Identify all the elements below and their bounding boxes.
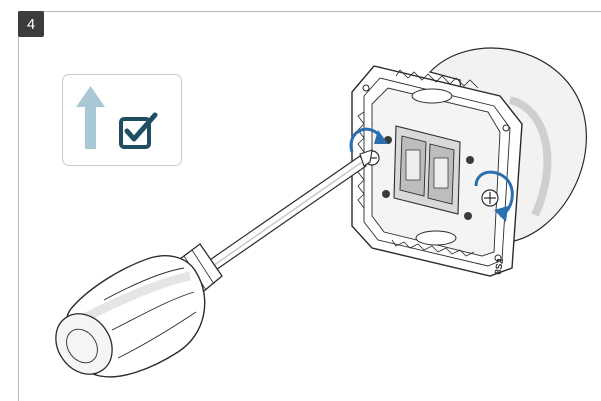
panel-icons xyxy=(76,86,158,149)
rotate-arrow-left-icon xyxy=(349,127,388,153)
switch-mechanism xyxy=(393,125,461,215)
right-screw xyxy=(481,189,499,207)
screwdriver xyxy=(55,149,373,378)
step-number-badge: 4 xyxy=(18,11,44,37)
product-marking: 8S2 xyxy=(493,258,506,276)
checkbox-checked-icon xyxy=(119,112,158,149)
arrow-up-icon xyxy=(76,86,105,149)
frame-left-rule xyxy=(18,11,19,401)
frame-top-rule xyxy=(18,11,601,12)
instruction-panel xyxy=(62,74,182,166)
rotate-arrow-right-icon xyxy=(474,170,514,222)
